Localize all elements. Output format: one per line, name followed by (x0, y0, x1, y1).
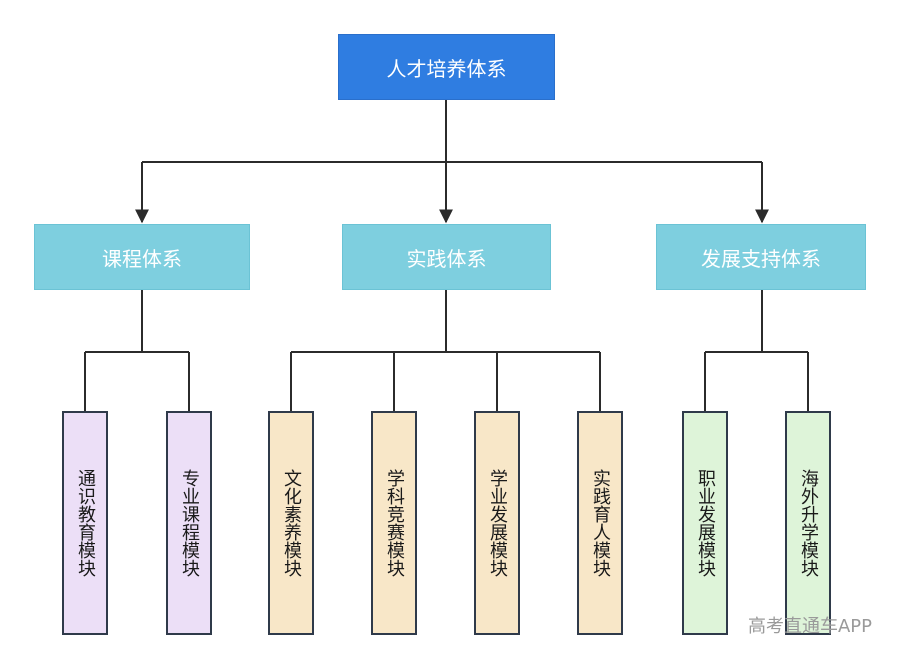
system-node-support: 发展支持体系 (656, 224, 866, 290)
module-label: 海外升学模块 (798, 469, 819, 577)
module-label: 文化素养模块 (281, 469, 302, 577)
system-node-course: 课程体系 (34, 224, 250, 290)
module-node-career-development: 职业发展模块 (682, 411, 728, 635)
module-label: 实践育人模块 (590, 469, 611, 577)
system-label: 课程体系 (102, 246, 182, 271)
system-label: 发展支持体系 (701, 246, 821, 271)
root-node: 人才培养体系 (338, 34, 555, 100)
module-node-overseas-study: 海外升学模块 (785, 411, 831, 635)
watermark-text: 高考直通车APP (747, 616, 872, 637)
module-label: 通识教育模块 (75, 469, 96, 577)
module-node-academic-development: 学业发展模块 (474, 411, 520, 635)
module-node-professional-courses: 专业课程模块 (166, 411, 212, 635)
system-node-practice: 实践体系 (342, 224, 551, 290)
module-label: 专业课程模块 (179, 469, 200, 577)
module-node-academic-competition: 学科竞赛模块 (371, 411, 417, 635)
module-label: 学业发展模块 (487, 469, 508, 577)
module-node-general-education: 通识教育模块 (62, 411, 108, 635)
module-label: 学科竞赛模块 (384, 469, 405, 577)
module-node-cultural-literacy: 文化素养模块 (268, 411, 314, 635)
module-node-practical-education: 实践育人模块 (577, 411, 623, 635)
module-label: 职业发展模块 (695, 469, 716, 577)
root-label: 人才培养体系 (386, 56, 507, 81)
system-label: 实践体系 (406, 246, 487, 271)
